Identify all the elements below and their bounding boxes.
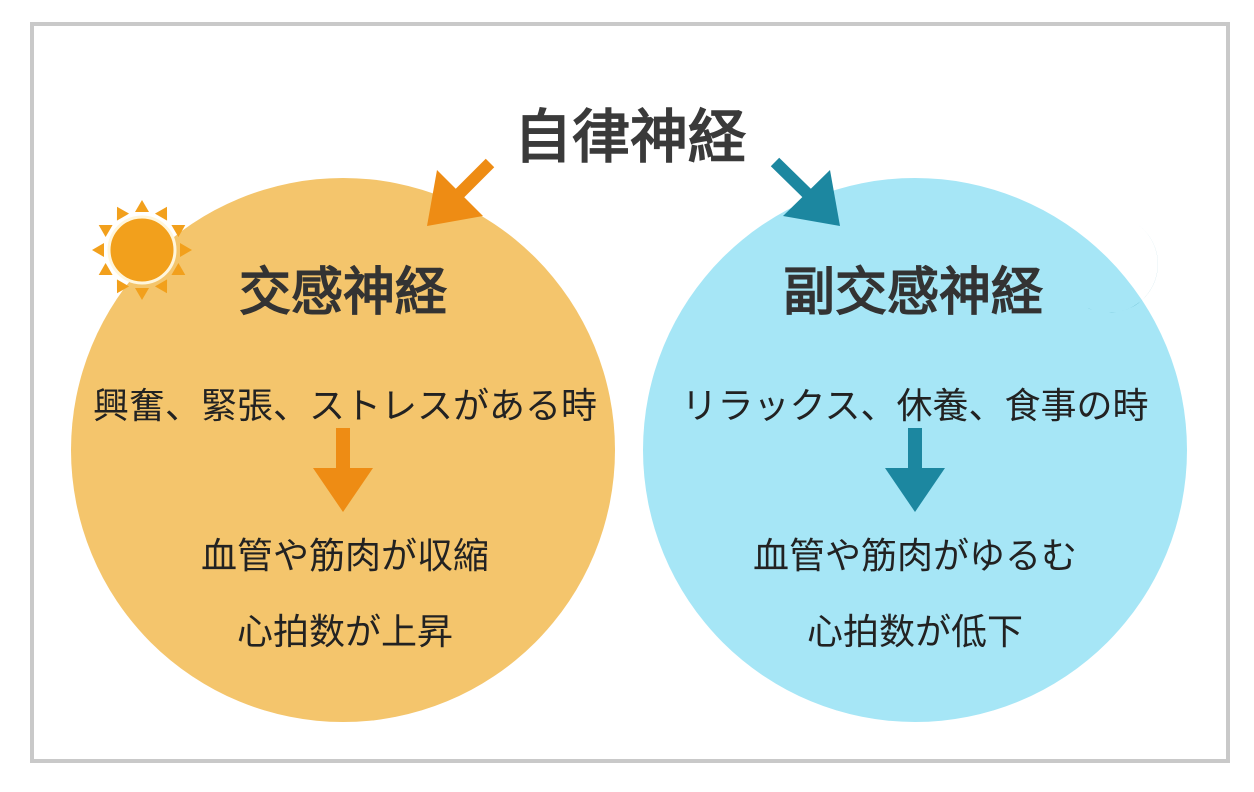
parasympathetic-effect-vessels: 血管や筋肉がゆるむ bbox=[752, 536, 1078, 577]
sympathetic-condition: 興奮、緊張、ストレスがある時 bbox=[92, 386, 598, 427]
arrow-to-sympathetic-icon bbox=[427, 158, 495, 226]
page-title: 自律神経 bbox=[513, 103, 747, 171]
parasympathetic-down-arrow-icon bbox=[885, 428, 945, 512]
parasympathetic-condition: リラックス、休養、食事の時 bbox=[681, 386, 1149, 427]
sympathetic-down-arrow-icon bbox=[313, 428, 373, 512]
parasympathetic-heading: 副交感神経 bbox=[782, 263, 1044, 323]
arrow-to-parasympathetic-icon bbox=[770, 157, 840, 226]
sun-icon bbox=[92, 200, 192, 300]
diagram-frame bbox=[30, 22, 1230, 763]
parasympathetic-effect-heart-rate: 心拍数が低下 bbox=[806, 612, 1024, 653]
sympathetic-effect-vessels: 血管や筋肉が収縮 bbox=[200, 536, 490, 577]
sympathetic-effect-heart-rate: 心拍数が上昇 bbox=[236, 612, 454, 653]
sympathetic-heading: 交感神経 bbox=[238, 263, 448, 323]
